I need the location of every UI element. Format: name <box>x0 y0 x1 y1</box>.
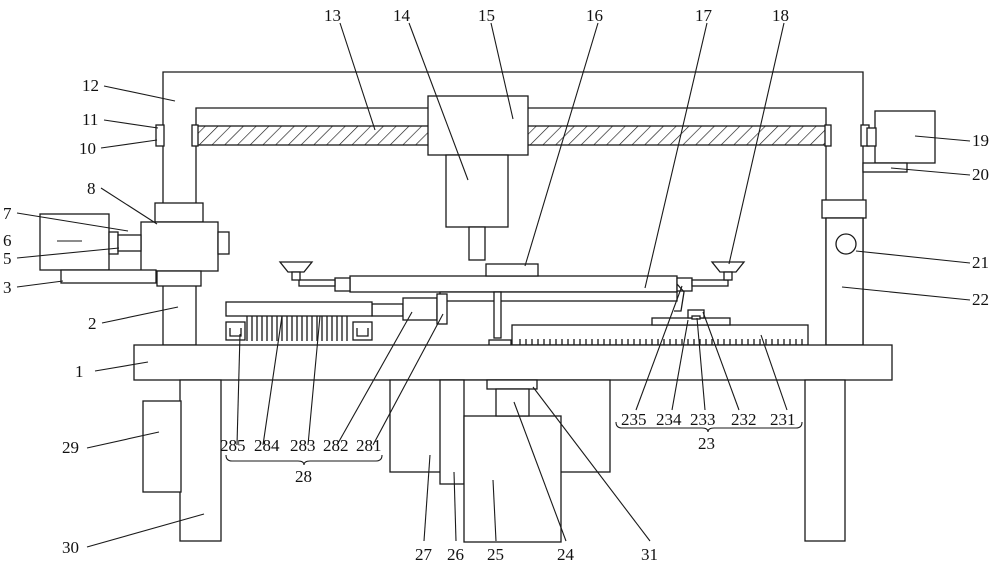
callout-16: 16 <box>586 6 603 25</box>
callout-233: 233 <box>690 410 716 429</box>
rack-assembly <box>488 309 809 347</box>
callout-283: 283 <box>290 436 316 455</box>
brace-28 <box>225 454 383 466</box>
callout-5: 5 <box>3 249 12 268</box>
callout-22: 22 <box>972 290 989 309</box>
brush-assembly <box>225 301 373 341</box>
callout-18: 18 <box>772 6 789 25</box>
callout-6: 6 <box>3 231 12 250</box>
work-platform <box>278 261 746 293</box>
callout-23: 23 <box>698 434 715 453</box>
callout-3: 3 <box>3 278 12 297</box>
callout-234: 234 <box>656 410 682 429</box>
callout-29: 29 <box>62 438 79 457</box>
callout-14: 14 <box>393 6 411 25</box>
callout-7: 7 <box>3 204 12 223</box>
callout-232: 232 <box>731 410 757 429</box>
brace-23 <box>615 421 803 433</box>
callout-28: 28 <box>295 467 312 486</box>
callout-10: 10 <box>79 139 96 158</box>
callout-20: 20 <box>972 165 989 184</box>
callout-25: 25 <box>487 545 504 564</box>
callout-21: 21 <box>972 253 989 272</box>
callout-235: 235 <box>621 410 647 429</box>
callout-13: 13 <box>324 6 341 25</box>
push-rod <box>371 283 685 339</box>
leader-lines <box>16 22 971 548</box>
callout-labels: 1 2 3 5 6 7 8 10 11 12 13 14 15 16 17 18… <box>3 6 989 564</box>
right-column-block <box>821 199 867 346</box>
screw-slider <box>427 95 529 261</box>
callout-30: 30 <box>62 538 79 557</box>
callout-26: 26 <box>447 545 464 564</box>
callout-8: 8 <box>87 179 96 198</box>
callout-284: 284 <box>254 436 280 455</box>
screw-motor <box>862 110 936 173</box>
callout-24: 24 <box>557 545 575 564</box>
callout-15: 15 <box>478 6 495 25</box>
left-slide-assembly <box>39 202 230 287</box>
callout-27: 27 <box>415 545 433 564</box>
callout-31: 31 <box>641 545 658 564</box>
callout-281: 281 <box>356 436 382 455</box>
base-and-legs <box>133 344 893 543</box>
callout-19: 19 <box>972 131 989 150</box>
callout-282: 282 <box>323 436 349 455</box>
callout-1: 1 <box>75 362 84 381</box>
callout-12: 12 <box>82 76 99 95</box>
callout-231: 231 <box>770 410 796 429</box>
callout-17: 17 <box>695 6 713 25</box>
callout-11: 11 <box>82 110 98 129</box>
callout-285: 285 <box>220 436 246 455</box>
callout-2: 2 <box>88 314 97 333</box>
